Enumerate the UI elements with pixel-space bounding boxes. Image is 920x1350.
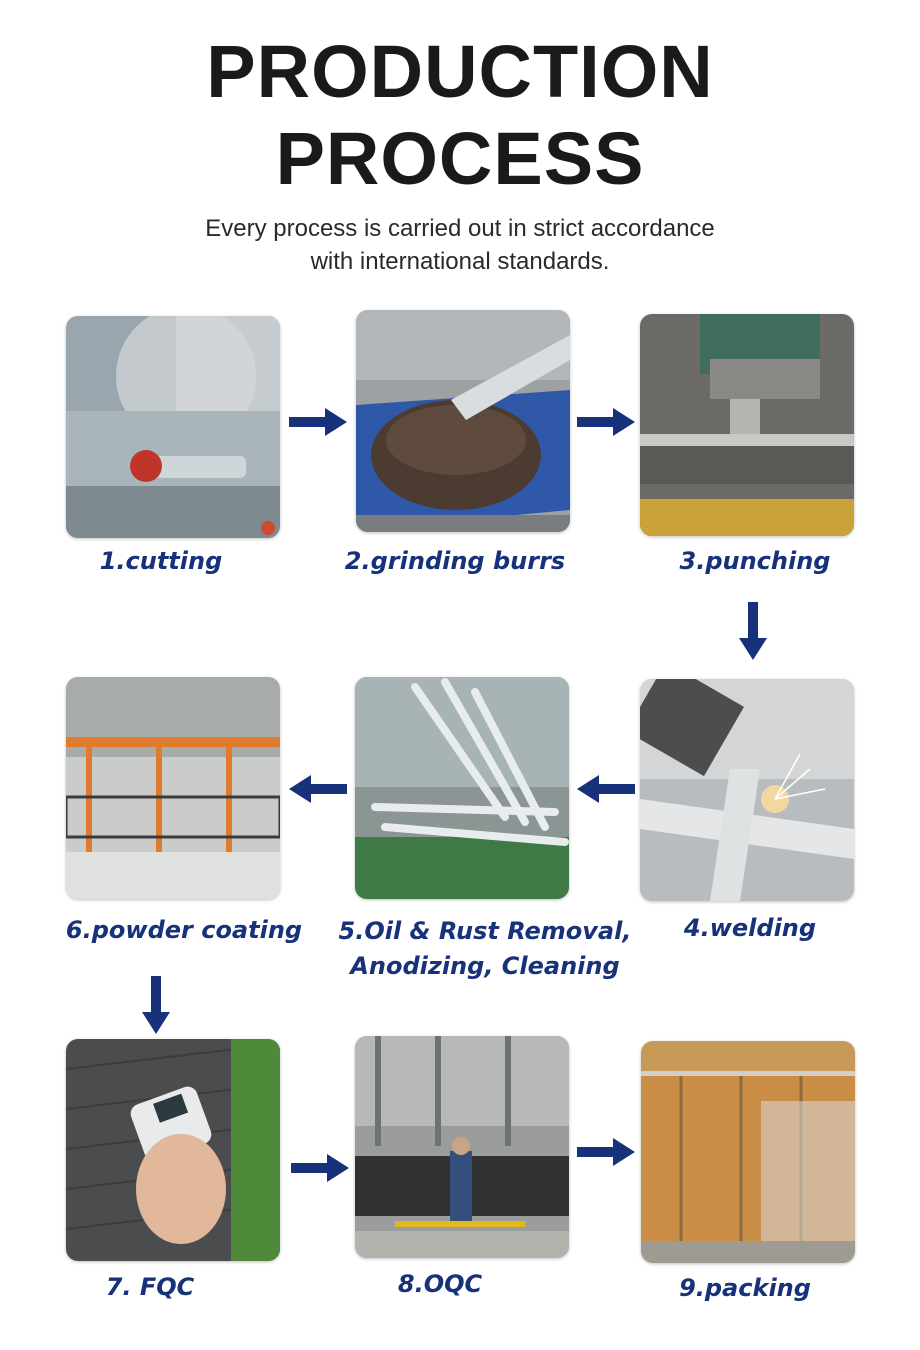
- step-label-8: 8.OQC: [397, 1270, 483, 1298]
- arrow-right-icon: [577, 1138, 635, 1166]
- arrow-down-icon: [142, 976, 170, 1034]
- step-label-6: 6.powder coating: [65, 916, 303, 944]
- step-label-1: 1.cutting: [99, 547, 223, 575]
- arrow-right-icon: [577, 408, 635, 436]
- punching-photo: [640, 314, 854, 536]
- cutting-photo: [66, 316, 280, 538]
- page-title-line-2: PROCESS: [275, 117, 645, 200]
- arrow-down-icon: [739, 602, 767, 660]
- subtitle-line-2: with international standards.: [310, 248, 610, 275]
- step-label-3: 3.punching: [679, 547, 831, 575]
- arrow-right-icon: [289, 408, 347, 436]
- step-label-5-line-1: 5.Oil & Rust Removal,: [338, 917, 632, 945]
- packing-photo: [641, 1041, 855, 1263]
- welding-photo: [640, 679, 854, 901]
- step-label-2: 2.grinding burrs: [344, 547, 566, 575]
- step-label-7: 7. FQC: [105, 1273, 195, 1301]
- step-label-4: 4.welding: [683, 914, 817, 942]
- grinding-burrs-photo: [356, 310, 570, 532]
- arrow-right-icon: [291, 1154, 349, 1182]
- step-label-9: 9.packing: [679, 1274, 811, 1302]
- fqc-photo: [66, 1039, 280, 1261]
- oqc-photo: [355, 1036, 569, 1258]
- oil-rust-removal-photo: [355, 677, 569, 899]
- arrow-left-icon: [289, 775, 347, 803]
- subtitle-line-1: Every process is carried out in strict a…: [205, 215, 715, 242]
- page-title-line-1: PRODUCTION: [206, 30, 714, 113]
- powder-coating-photo: [66, 677, 280, 899]
- arrow-left-icon: [577, 775, 635, 803]
- step-label-5-line-2: Anodizing, Cleaning: [350, 952, 620, 980]
